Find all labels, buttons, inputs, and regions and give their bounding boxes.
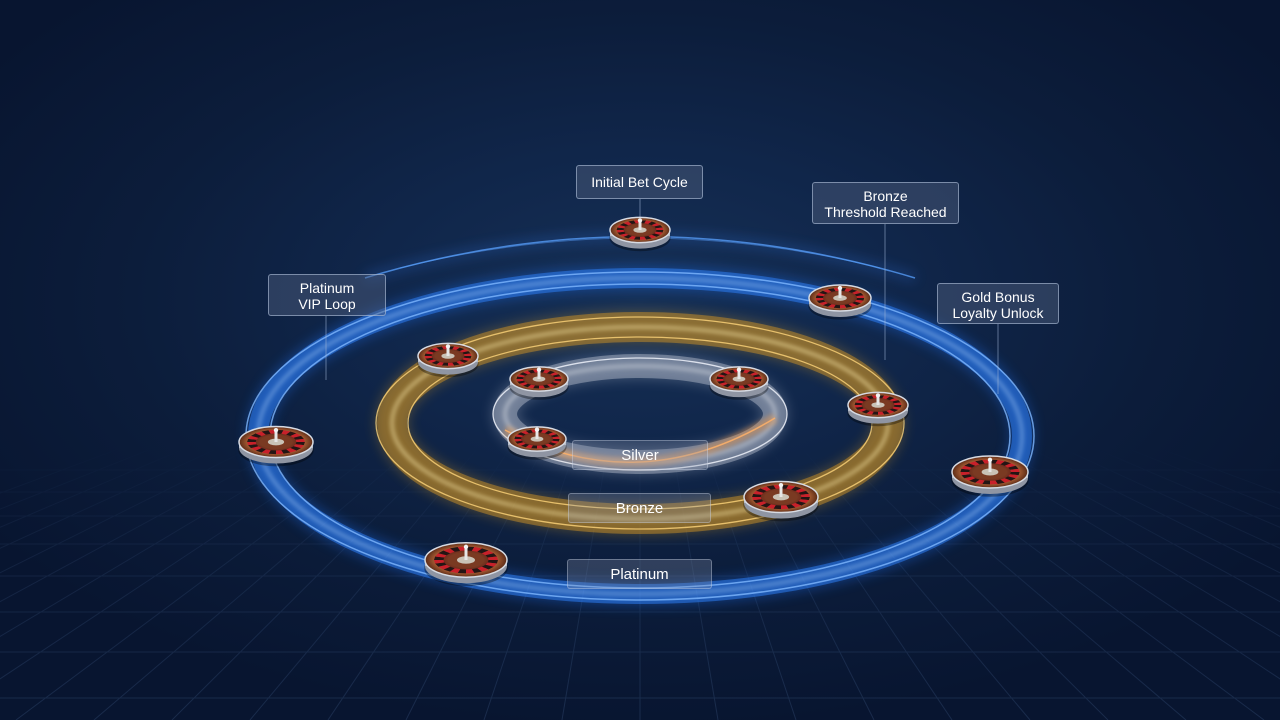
callout-connectors (325, 199, 999, 394)
roulette-wheel-icon (424, 542, 508, 587)
ring-label-bronze: Bronze (568, 493, 711, 523)
callout-bronze-threshold: Bronze Threshold Reached (812, 182, 959, 224)
roulette-wheel-icon (847, 391, 909, 427)
roulette-wheel-icon (808, 284, 872, 320)
roulette-wheel-icon (609, 216, 671, 252)
roulette-wheel-icon (743, 480, 819, 522)
callout-gold-bonus: Gold Bonus Loyalty Unlock (937, 283, 1059, 324)
callout-text-line2: Threshold Reached (824, 204, 947, 220)
roulette-wheel-icon (238, 425, 314, 467)
callout-text-line1: Gold Bonus (961, 289, 1035, 305)
callout-text-line2: VIP Loop (298, 296, 356, 312)
roulette-wheel-icon (509, 366, 569, 400)
roulette-wheel-icon (417, 342, 479, 378)
callout-text-line1: Bronze (863, 188, 908, 204)
callout-initial-bet-cycle: Initial Bet Cycle (576, 165, 703, 199)
callout-text-line2: Loyalty Unlock (952, 305, 1044, 321)
callout-text-line1: Platinum (299, 280, 355, 296)
roulette-wheel-icon (507, 426, 567, 460)
bronze-ring (375, 311, 905, 535)
roulette-wheel-nodes (238, 216, 1029, 587)
ring-label-platinum: Platinum (567, 559, 712, 589)
ring-label-silver: Silver (572, 440, 708, 470)
roulette-wheel-icon (951, 455, 1029, 497)
callout-text: Initial Bet Cycle (591, 174, 688, 190)
callout-platinum-vip: Platinum VIP Loop (268, 274, 386, 316)
roulette-wheel-icon (709, 366, 769, 400)
